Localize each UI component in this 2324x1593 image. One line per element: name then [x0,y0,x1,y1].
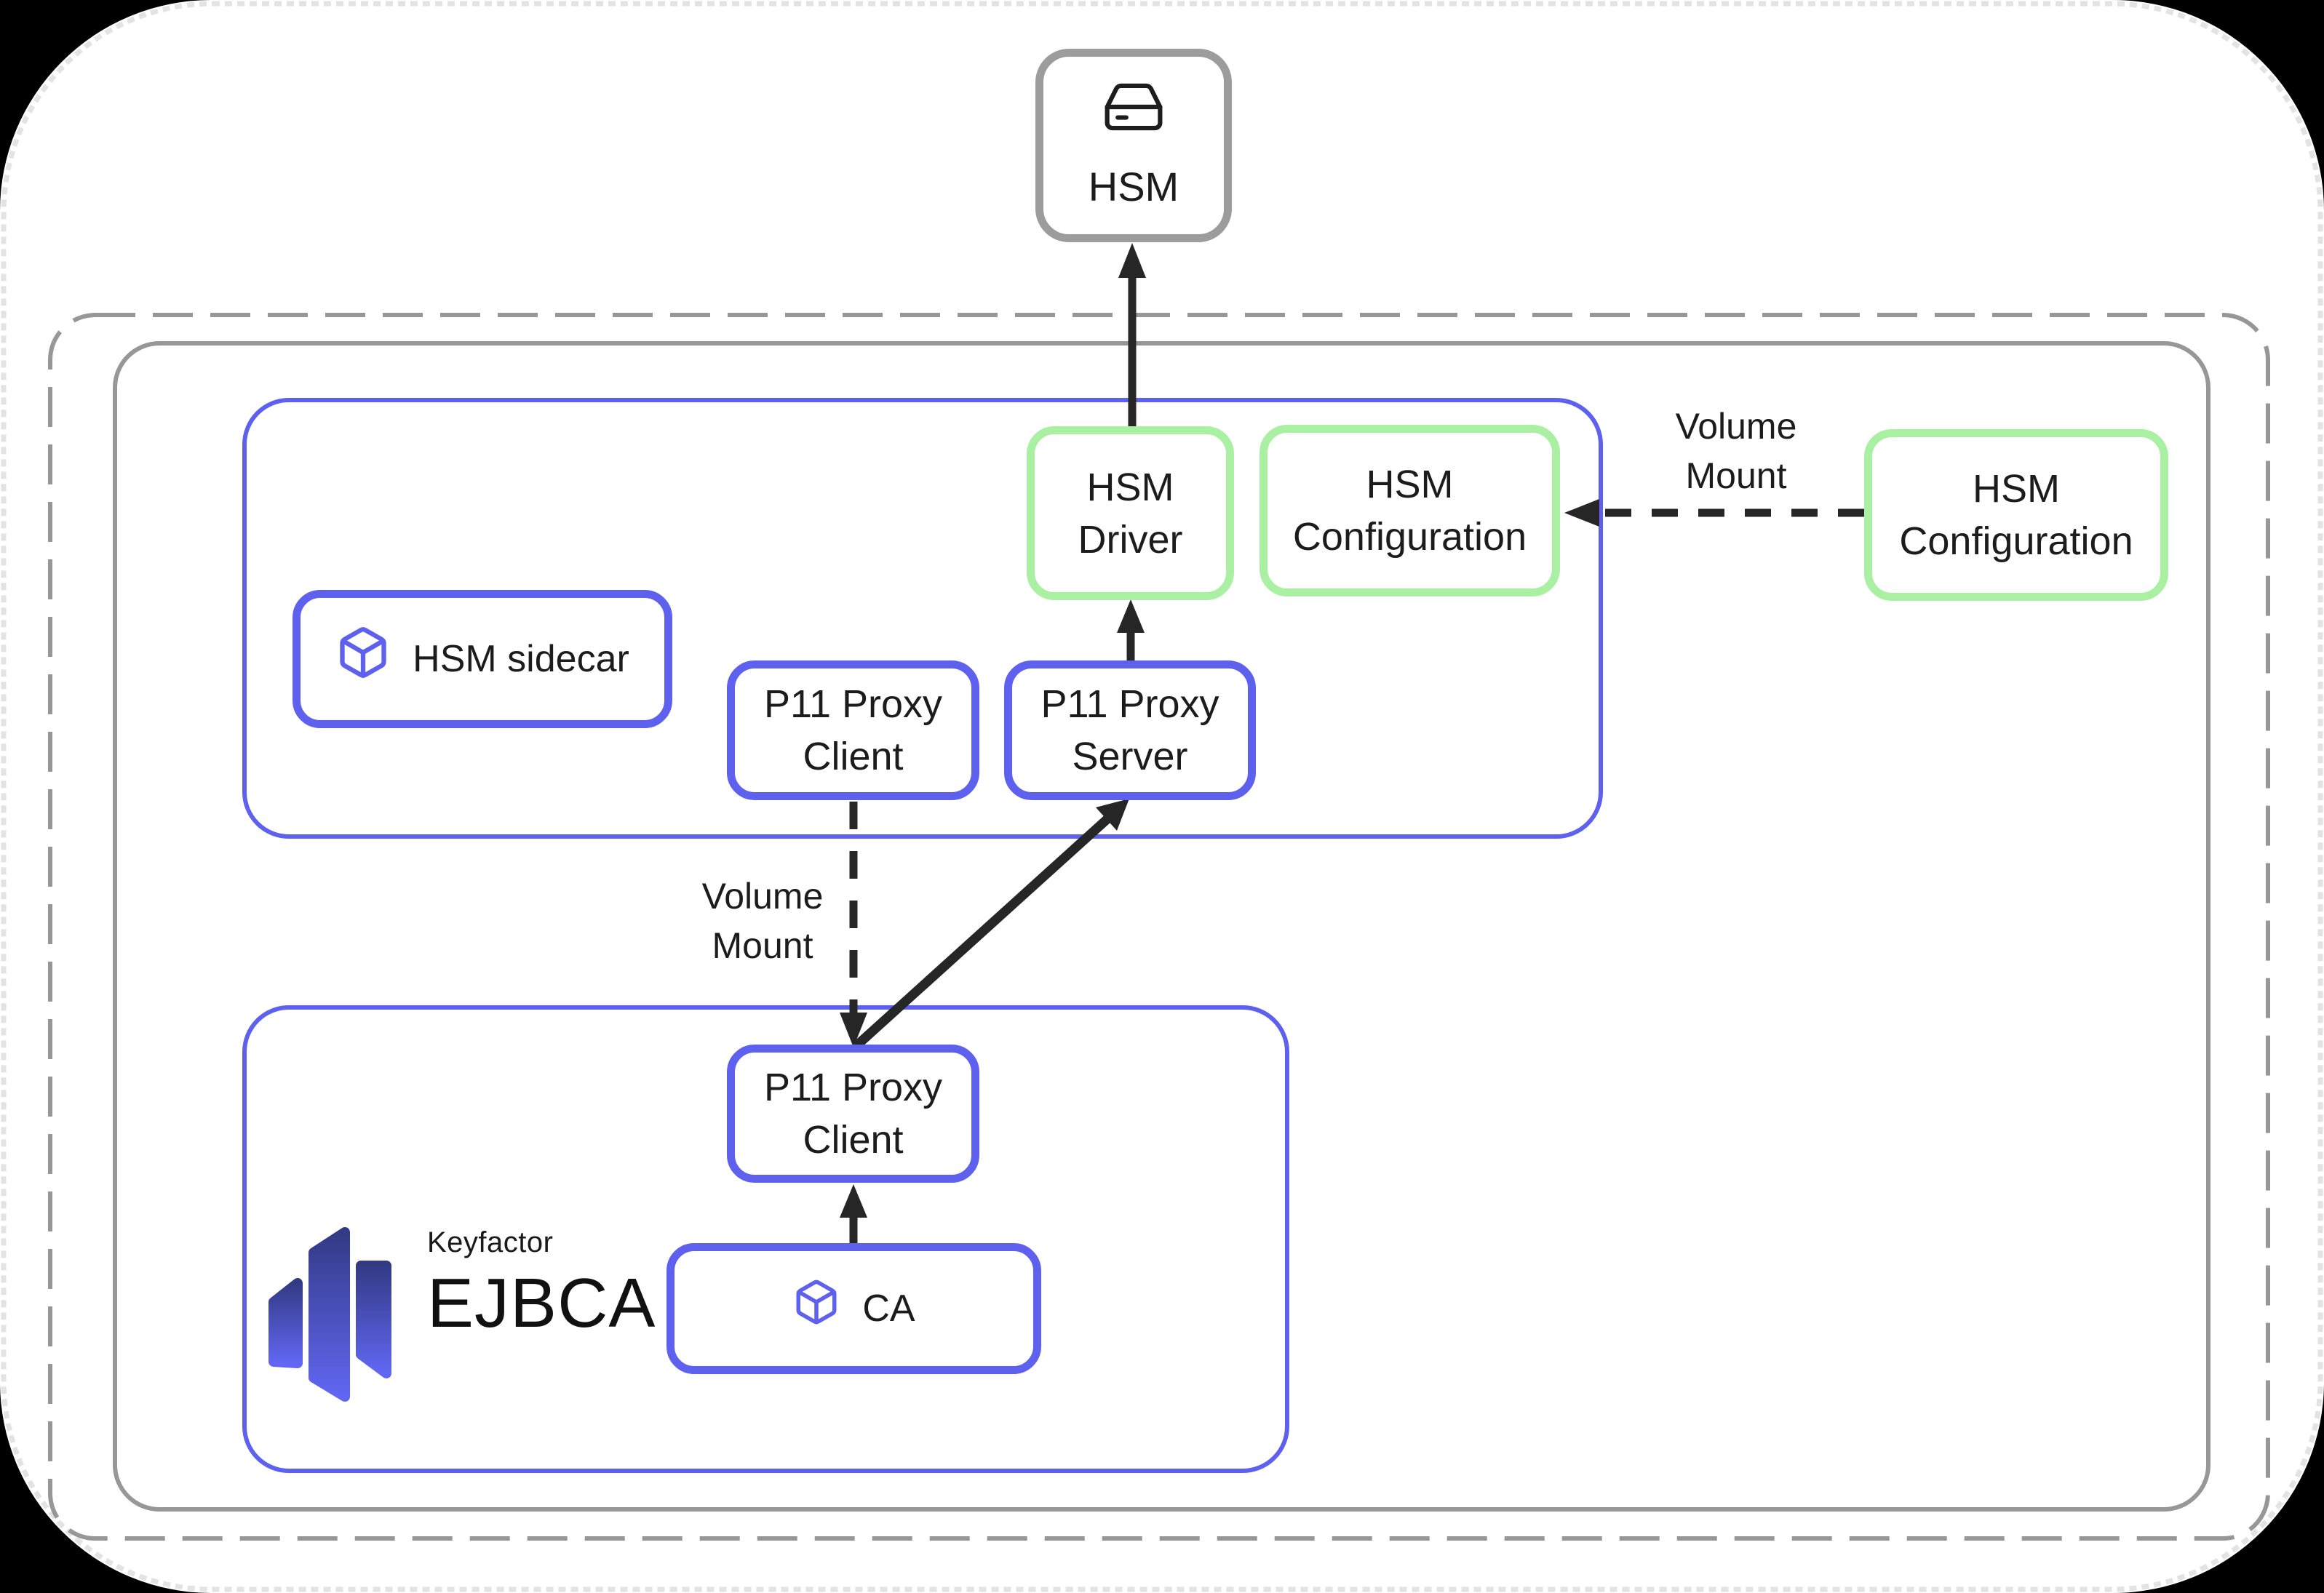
node-label-line: Configuration [1899,519,2133,563]
node-hsm-sidecar-label: HSM sidecar [413,638,629,680]
node-hsm: HSM [1035,49,1232,242]
node-hsm-configuration-external: HSM Configuration [1864,429,2168,601]
node-hsm-label: HSM [1088,164,1179,209]
node-label-line: P11 Proxy [763,682,943,726]
node-label-line: Client [803,1118,904,1162]
node-label-line: HSM [1366,463,1454,506]
keyfactor-ejbca-logo: Keyfactor EJBCA [268,1226,656,1408]
hard-drive-icon [1102,78,1166,149]
label-line: Mount [1685,455,1787,496]
node-p11-proxy-client-ejbca: P11 Proxy Client [727,1045,979,1183]
node-p11-proxy-server: P11 Proxy Server [1004,660,1256,800]
node-ca-label: CA [862,1287,915,1330]
arrow-driver-to-hsm [1118,243,1146,432]
arrow-volume-mount-configuration [1564,499,1864,527]
container-hsm-sidecar-pod [242,398,1603,839]
package-cube-icon [335,625,391,693]
node-label-line: Driver [1078,517,1183,562]
label-line: Volume [701,876,824,917]
arrow-client-to-server [854,799,1129,1048]
node-p11-proxy-client-sidecar: P11 Proxy Client [727,660,979,800]
label-line: Mount [712,925,813,966]
container-solid-gray-boundary [113,341,2210,1512]
logo-brand-text: Keyfactor [427,1226,554,1258]
package-cube-icon [792,1278,840,1339]
node-label-line: P11 Proxy [763,1066,943,1109]
node-label-line: HSM [1086,465,1174,509]
node-hsm-driver: HSM Driver [1027,426,1234,600]
node-ca: CA [666,1243,1041,1374]
logo-product-text: EJBCA [427,1264,656,1342]
node-label-line: Client [803,735,904,778]
node-label-line: Server [1072,735,1188,778]
node-hsm-sidecar: HSM sidecar [293,590,672,728]
container-ejbca-pod [242,1005,1289,1473]
label-volume-mount-client: Volume Mount [646,871,879,970]
node-label-line: P11 Proxy [1040,682,1219,726]
label-volume-mount-external: Volume Mount [1620,402,1853,500]
label-line: Volume [1675,406,1797,447]
node-hsm-configuration-sidecar: HSM Configuration [1260,425,1560,596]
keyfactor-logo-mark-icon [268,1226,392,1408]
container-dashed-gray-boundary [48,313,2270,1541]
node-label-line: HSM [1973,467,2060,511]
arrow-ca-to-client [840,1184,867,1248]
arrow-volume-mount-client [840,802,867,1047]
node-label-line: Configuration [1292,515,1527,559]
arrow-server-to-driver [1117,599,1145,666]
